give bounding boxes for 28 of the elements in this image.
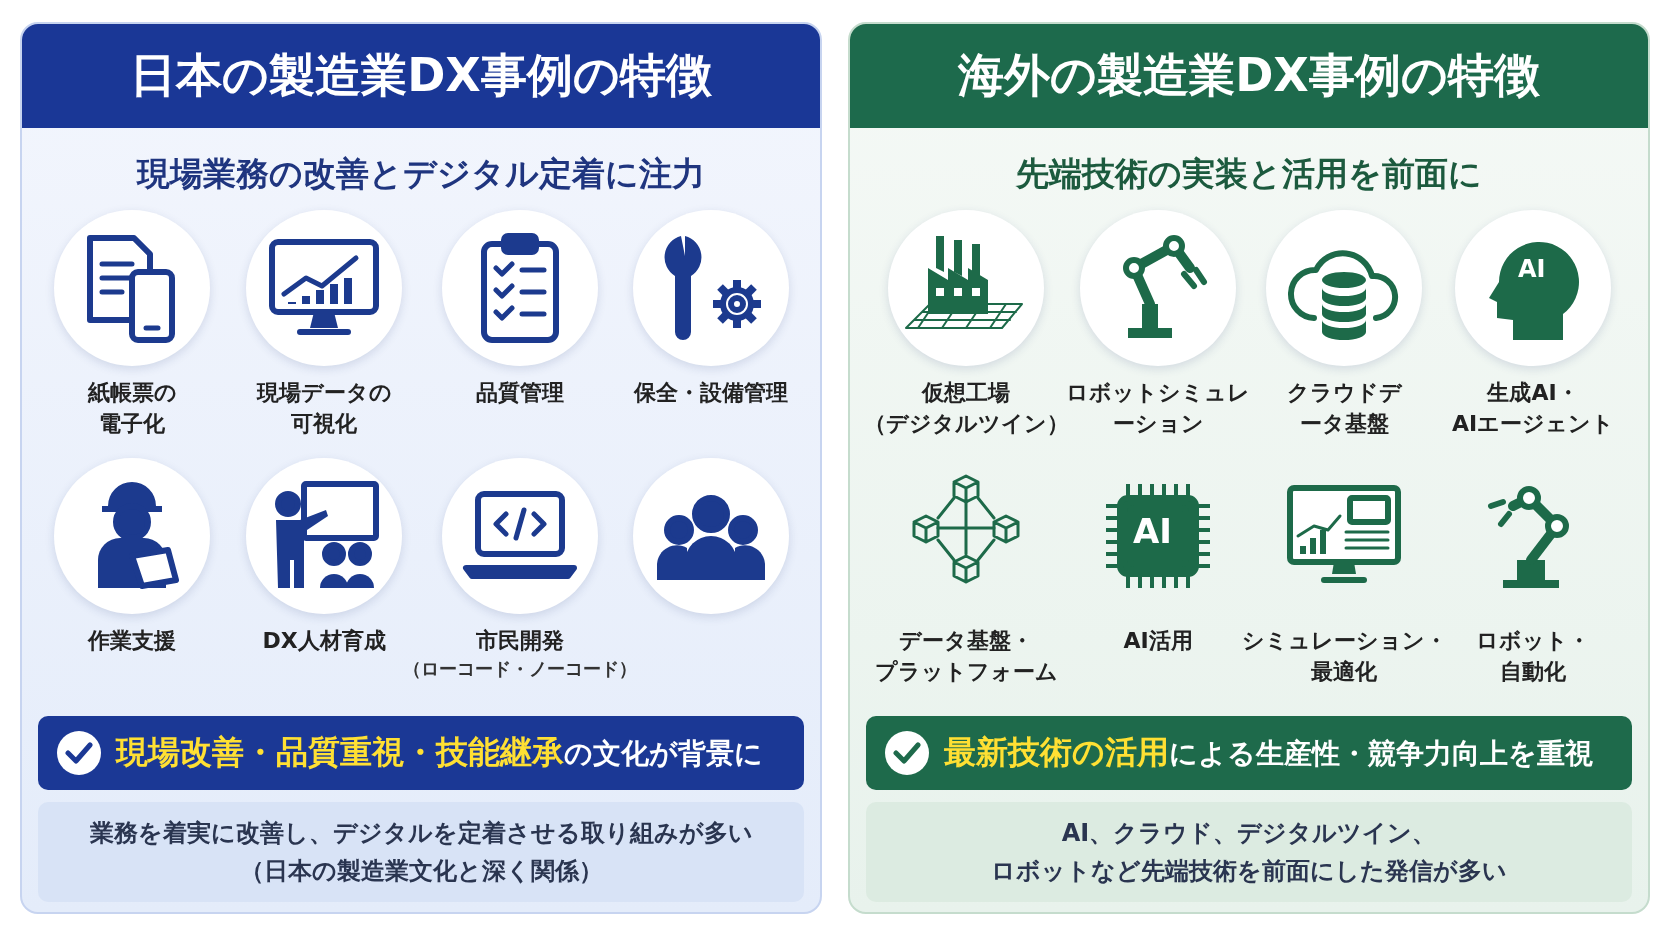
item-label: データ基盤・プラットフォーム	[873, 627, 1059, 686]
banner-text: 最新技術の活用による生産性・競争力向上を重視	[944, 732, 1593, 773]
panel-card	[848, 22, 1650, 914]
panel-card	[20, 22, 822, 914]
item-label: ロボット・自動化	[1475, 627, 1591, 686]
item-label: 保全・設備管理	[632, 379, 789, 407]
note-text: 業務を着実に改善し、デジタルを定着させる取り組みが多い（日本の製造業文化と深く関係）	[88, 817, 754, 887]
item-label: 作業支援	[86, 627, 177, 655]
banner-text: 現場改善・品質重視・技能継承の文化が背景に	[116, 732, 763, 773]
item-label: AI活用	[1122, 627, 1194, 655]
panel-title: 海外の製造業DX事例の特徴	[958, 47, 1540, 104]
item-label: 紙帳票の電子化	[86, 379, 178, 438]
panel-title: 日本の製造業DX事例の特徴	[130, 47, 712, 104]
summary-banner	[38, 716, 804, 790]
item-label: クラウドデータ基盤	[1285, 379, 1403, 438]
item-label: 市民開発	[475, 627, 565, 655]
panel-subtitle: 現場業務の改善とデジタル定着に注力	[137, 153, 705, 195]
icon-letters: AI	[1133, 511, 1172, 551]
item-label: 生成AI・AIエージェント	[1450, 379, 1616, 438]
icon-letters: AI	[1518, 255, 1546, 283]
item-note: （ローコード・ノーコード）	[403, 656, 637, 681]
summary-banner	[866, 716, 1632, 790]
item-label: 現場データの可視化	[255, 379, 393, 438]
note-text: AI、クラウド、デジタルツイン、ロボットなど先端技術を前面にした発信が多い	[990, 817, 1508, 887]
panel-subtitle: 先端技術の実装と活用を前面に	[1016, 153, 1482, 195]
item-label: シミュレーション・最適化	[1240, 627, 1448, 686]
item-label: DX人材育成	[261, 627, 387, 655]
item-label: 品質管理	[475, 379, 565, 407]
